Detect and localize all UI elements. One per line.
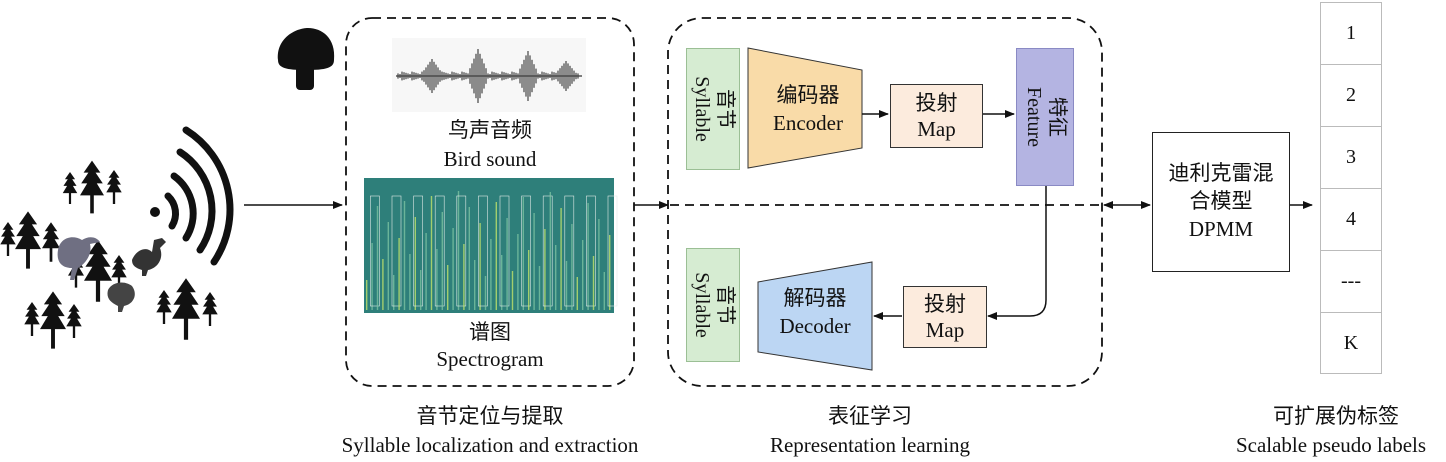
- bird-sound-label-en: Bird sound: [443, 147, 537, 171]
- dpmm-box: 迪利克雷混 合模型 DPMM: [1152, 132, 1290, 272]
- dpmm-line3: DPMM: [1188, 217, 1254, 241]
- caption-stage1-cn: 音节定位与提取: [416, 404, 564, 428]
- map-label-en-upper: Map: [917, 117, 956, 141]
- caption-stage2-cn: 表征学习: [828, 404, 912, 428]
- map-label-cn-lower: 投射: [924, 292, 966, 316]
- label-cell-k: K: [1320, 312, 1382, 374]
- stage1-container: [345, 17, 635, 387]
- caption-stage1-en: Syllable localization and extraction: [341, 433, 639, 457]
- map-label-cn-upper: 投射: [915, 91, 958, 115]
- syllable-en-lower: Syllable: [691, 272, 714, 338]
- encoder-label-en: Encoder: [773, 111, 843, 135]
- spectrogram-label-cn: 谱图: [469, 320, 511, 344]
- decoder-label-en: Decoder: [779, 314, 851, 338]
- dpmm-line1: 迪利克雷混: [1168, 161, 1274, 185]
- label-cell-ellipsis: ---: [1320, 250, 1382, 312]
- sound-wave-icon: [150, 126, 234, 266]
- arrow-feature-to-map: [987, 186, 1047, 320]
- map-box-upper: 投射 Map: [890, 84, 983, 148]
- syllable-en-upper: Syllable: [691, 76, 714, 142]
- label-cell-2: 2: [1320, 64, 1382, 126]
- dpmm-line2: 合模型: [1189, 189, 1253, 213]
- syllable-cn-lower: 音节: [714, 284, 737, 325]
- bird-sound-label-cn: 鸟声音频: [448, 118, 532, 142]
- forest-birds-icon: [0, 160, 218, 349]
- label-cell-4: 4: [1320, 188, 1382, 250]
- spectrogram-label-en: Spectrogram: [436, 347, 544, 371]
- syllable-cn-upper: 音节: [714, 88, 737, 129]
- mushroom-icon: [277, 28, 335, 90]
- label-cell-1: 1: [1320, 2, 1382, 64]
- caption-stage2-en: Representation learning: [769, 433, 970, 457]
- feature-label-en: Feature: [1023, 87, 1046, 147]
- waveform-image: [392, 38, 586, 112]
- decoder-label-cn: 解码器: [783, 286, 847, 310]
- feature-label-cn: 特征: [1046, 96, 1069, 137]
- decoder-block: [757, 261, 873, 371]
- map-label-en-lower: Map: [925, 318, 965, 342]
- map-box-lower: 投射 Map: [903, 286, 987, 348]
- encoder-label-cn: 编码器: [776, 83, 840, 107]
- stage2-container: [667, 17, 1103, 387]
- label-cell-3: 3: [1320, 126, 1382, 188]
- caption-labels-cn: 可扩展伪标签: [1273, 404, 1399, 428]
- spectrogram-image: [364, 178, 618, 313]
- encoder-block: [747, 47, 863, 169]
- caption-labels-en: Scalable pseudo labels: [1235, 433, 1427, 457]
